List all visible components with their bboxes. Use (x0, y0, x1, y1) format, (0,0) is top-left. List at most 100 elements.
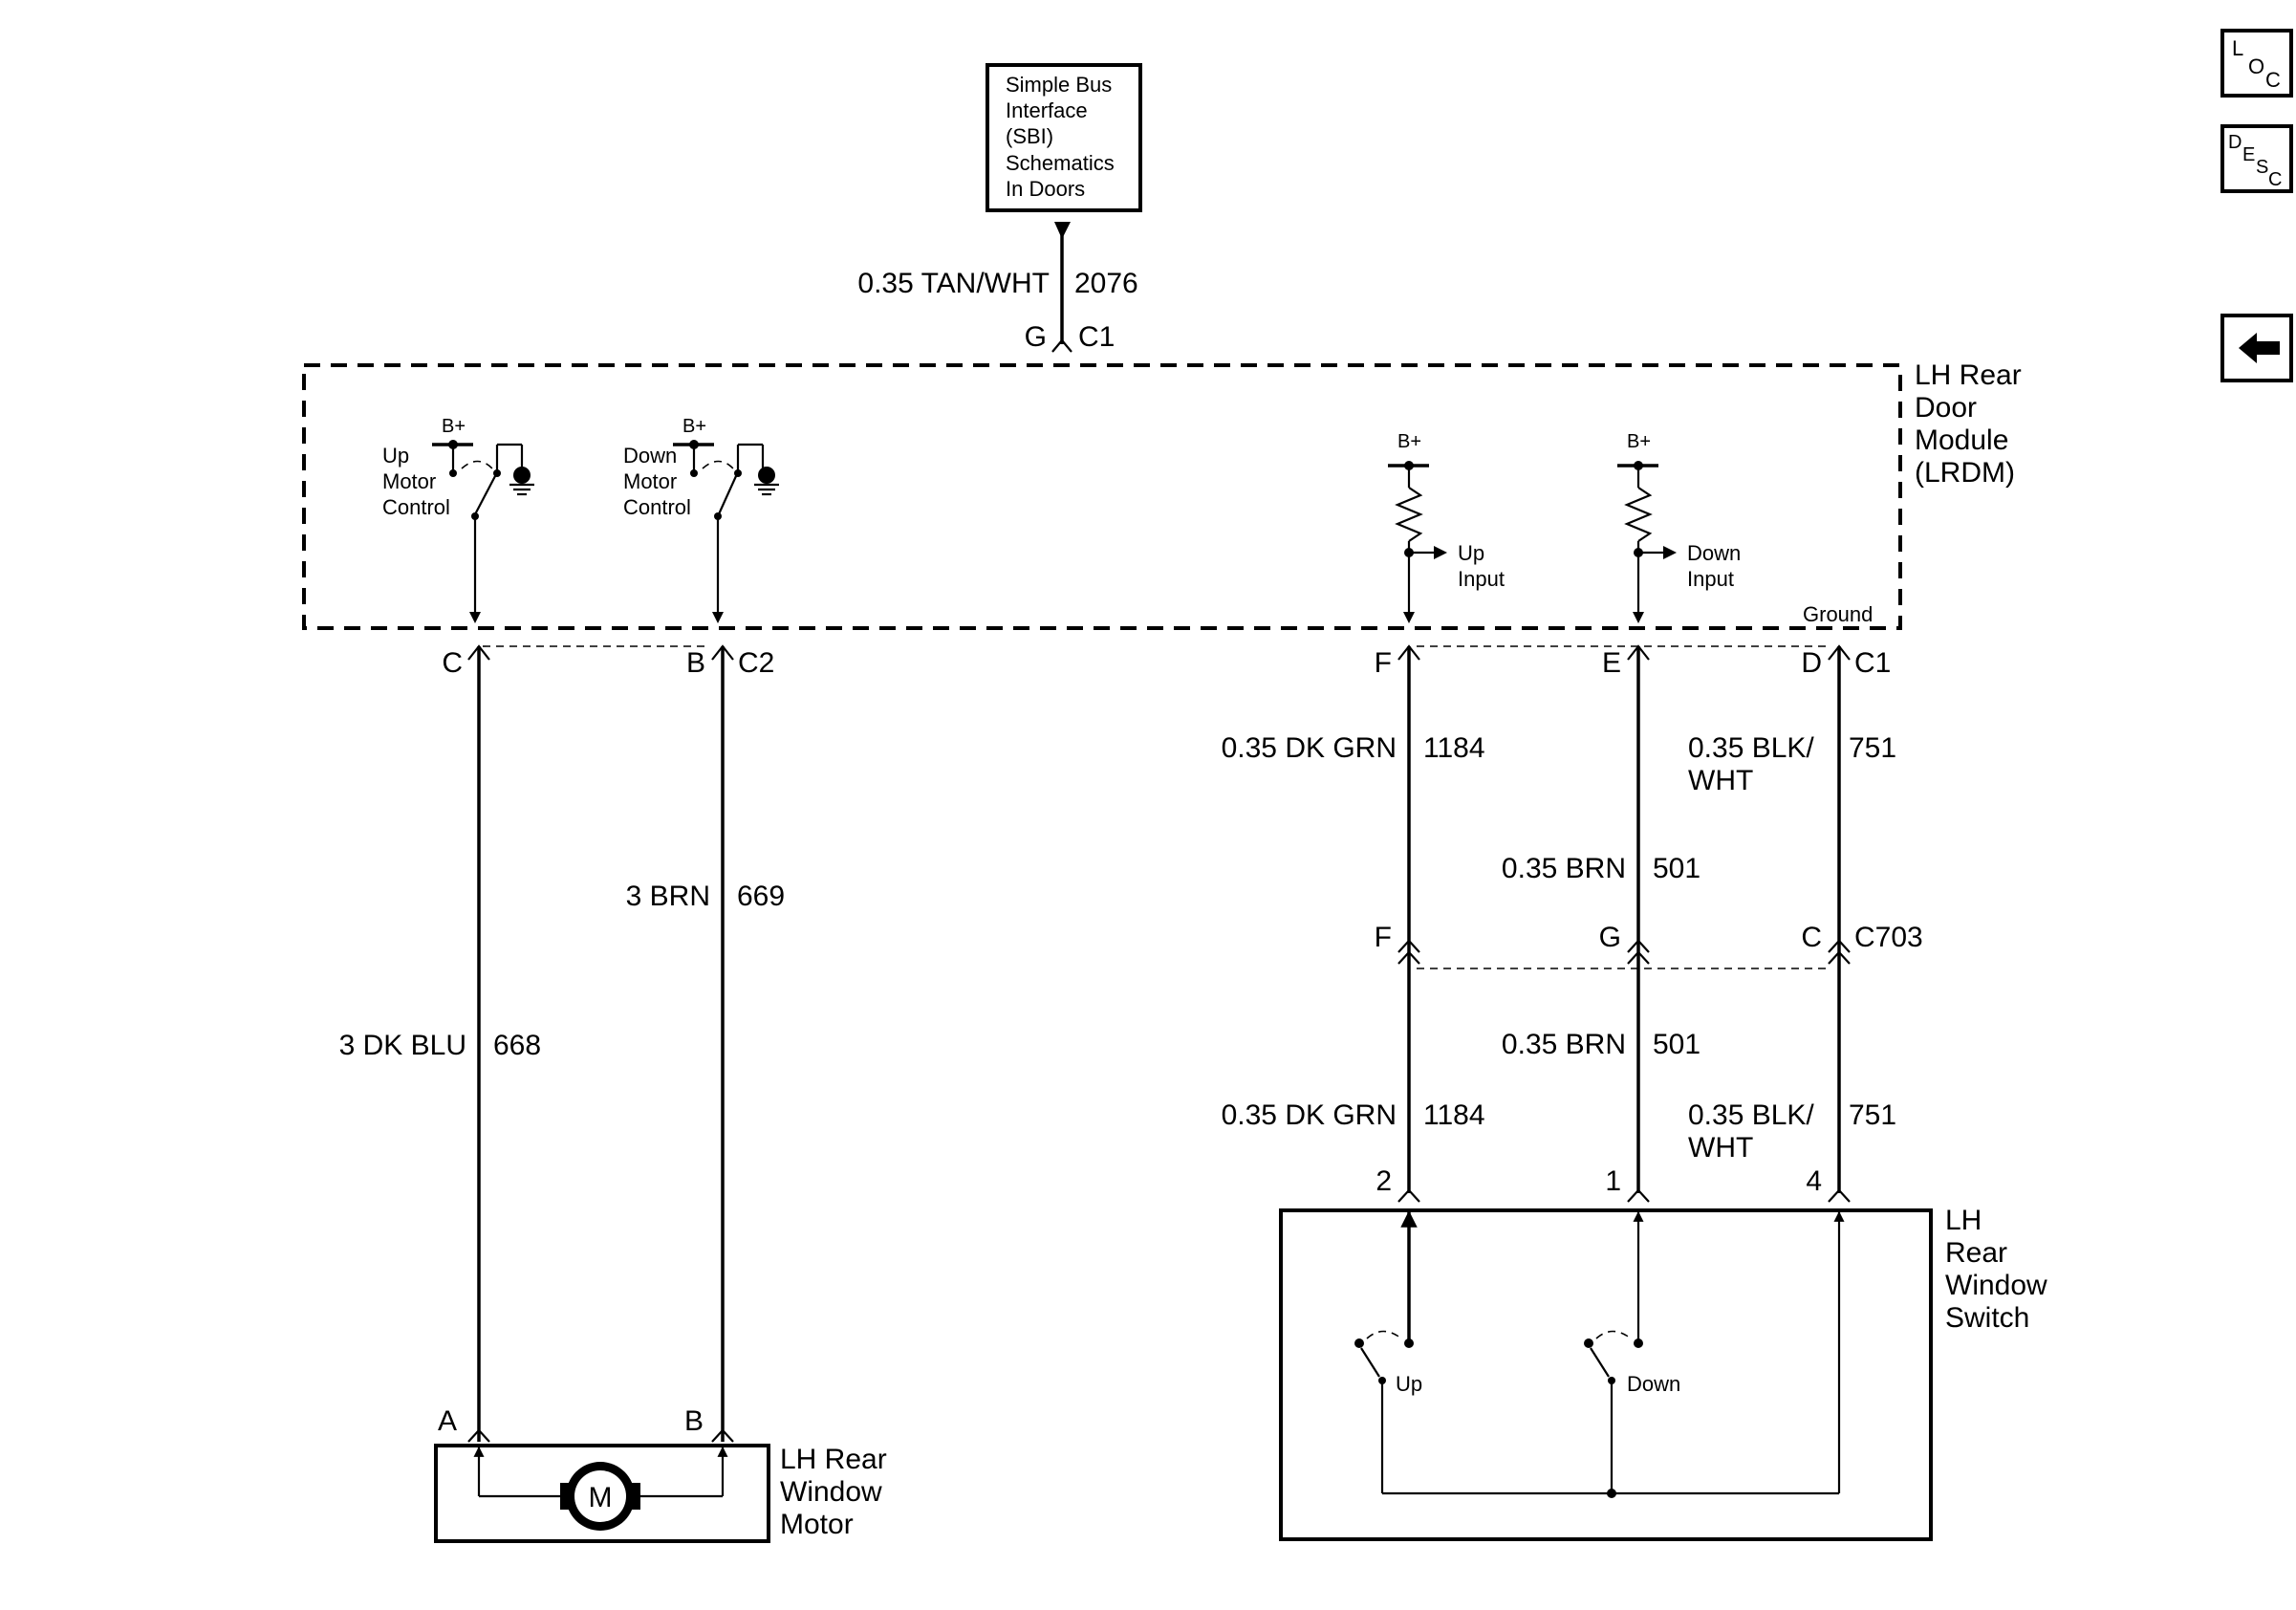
b-plus-label: B+ (1397, 431, 1421, 452)
motor-name-line: Motor (780, 1509, 854, 1540)
wire-501-lower-color: 0.35 BRN (1502, 1029, 1626, 1060)
module-c1-connector: C1 (1854, 647, 1891, 679)
down-motor-control-label: Control (623, 495, 691, 519)
sbi-label-line: Interface (1006, 98, 1088, 122)
up-motor-control-label: Control (382, 495, 450, 519)
module-c2-pin-c: C (442, 647, 463, 679)
up-input-label: Up (1458, 541, 1484, 565)
desc-letter: D (2228, 132, 2242, 153)
switch-up-label: Up (1396, 1372, 1422, 1396)
wire-2076-color: 0.35 TAN/WHT (857, 268, 1050, 299)
wire-2076-circuit: 2076 (1074, 268, 1138, 299)
motor-symbol: M (589, 1482, 613, 1513)
sbi-label-line: Schematics (1006, 151, 1115, 175)
resistor-icon (1395, 487, 1423, 542)
connector-c703: F G C C703 (1375, 922, 1923, 969)
wire-501-lower: 0.35 BRN 501 (1502, 952, 1700, 1193)
b-plus-label: B+ (682, 416, 706, 437)
down-motor-control-relay: B+ Down Motor Control (623, 416, 779, 623)
wire-669: 3 BRN 669 (626, 646, 785, 1442)
motor-pin-a: A (438, 1405, 457, 1437)
motor-name-line: LH Rear (780, 1444, 887, 1475)
loc-letter: L (2232, 36, 2243, 60)
down-input-circuit: B+ Down Input (1617, 431, 1741, 623)
wire-668: 3 DK BLU 668 (339, 646, 541, 1442)
switch-pin-4: 4 (1806, 1165, 1822, 1197)
switch-name-line: Window (1945, 1270, 2047, 1301)
module-c1-connector-top: C1 (1078, 321, 1115, 353)
motor-icon: M (560, 1462, 640, 1531)
switch-up-contact: Up (1354, 1330, 1422, 1493)
module-connector-c2: C B C2 (442, 644, 774, 679)
down-motor-control-label: Down (623, 444, 677, 468)
down-input-label: Down (1687, 541, 1741, 565)
c703-connector: C703 (1854, 922, 1923, 953)
resistor-icon (1624, 487, 1653, 542)
location-icon: L O C (2232, 36, 2281, 92)
switch-down-label: Down (1627, 1372, 1680, 1396)
wire-2076: 0.35 TAN/WHT 2076 G C1 (857, 222, 1138, 353)
wire-751-upper: 0.35 BLK/ WHT 751 (1688, 646, 1896, 952)
up-input-circuit: B+ Up Input (1388, 431, 1505, 623)
desc-letter: E (2242, 144, 2255, 165)
wire-1184-lower-circuit: 1184 (1423, 1099, 1485, 1131)
wire-501-upper-circuit: 501 (1653, 853, 1700, 884)
module-connector-c1: F E D C1 (1375, 644, 1891, 679)
wire-1184-upper: 0.35 DK GRN 1184 (1222, 646, 1485, 952)
ground-label: Ground (1803, 602, 1873, 626)
wire-1184-upper-circuit: 1184 (1423, 732, 1485, 764)
sbi-label-line: In Doors (1006, 177, 1085, 201)
sbi-label-line: Simple Bus (1006, 73, 1112, 97)
module-name-line: LH Rear (1915, 359, 2022, 391)
wire-1184-upper-color: 0.35 DK GRN (1222, 732, 1397, 764)
module-c2-connector: C2 (738, 647, 774, 679)
sbi-label-line: (SBI) (1006, 124, 1053, 148)
location-button[interactable]: L O C (2220, 29, 2293, 98)
up-motor-control-relay: B+ Up Motor Control (382, 416, 534, 623)
wire-668-color: 3 DK BLU (339, 1030, 466, 1061)
wire-501-upper: 0.35 BRN 501 (1502, 646, 1700, 952)
wire-668-circuit: 668 (493, 1030, 541, 1061)
up-motor-control-label: Up (382, 444, 409, 468)
wire-751-lower-color: WHT (1688, 1132, 1753, 1164)
description-button[interactable]: D E S C (2220, 124, 2293, 193)
switch-name-line: Switch (1945, 1302, 2029, 1334)
c703-pin-c: C (1801, 922, 1822, 953)
switch-down-contact: Down (1584, 1330, 1680, 1493)
wire-1184-lower: 0.35 DK GRN 1184 (1222, 952, 1485, 1193)
module-name-line: (LRDM) (1915, 457, 2015, 489)
back-button[interactable] (2220, 314, 2293, 382)
loc-letter: C (2265, 68, 2281, 92)
desc-letter: C (2268, 169, 2282, 190)
module-c1-pin-f: F (1375, 647, 1392, 679)
lh-rear-window-motor: A B LH Rear Window Motor M (434, 1405, 887, 1543)
lh-rear-window-switch: 2 1 4 LH Rear Window Switch Up Down (1279, 1165, 2047, 1541)
c703-pin-f: F (1375, 922, 1392, 953)
module-c2-pin-b: B (686, 647, 705, 679)
ground-icon (513, 467, 531, 484)
switch-pin-1: 1 (1605, 1165, 1621, 1197)
switch-name-line: Rear (1945, 1237, 2007, 1269)
module-name-line: Module (1915, 424, 2008, 456)
module-name-line: Door (1915, 392, 1977, 424)
ground-icon (758, 467, 775, 484)
lh-rear-door-module: LH Rear Door Module (LRDM) (302, 359, 2022, 630)
wire-751-upper-circuit: 751 (1849, 732, 1896, 764)
desc-letter: S (2256, 157, 2268, 178)
back-arrow-icon (2239, 333, 2280, 363)
b-plus-label: B+ (1627, 431, 1651, 452)
wire-1184-lower-color: 0.35 DK GRN (1222, 1099, 1397, 1131)
wire-751-lower-color: 0.35 BLK/ (1688, 1099, 1814, 1131)
sbi-schematic-reference: Simple Bus Interface (SBI) Schematics In… (986, 63, 1142, 212)
loc-letter: O (2248, 54, 2264, 78)
down-input-label: Input (1687, 567, 1734, 591)
wire-669-circuit: 669 (737, 881, 785, 912)
description-icon: D E S C (2228, 132, 2282, 190)
motor-name-line: Window (780, 1476, 882, 1508)
c703-pin-g: G (1599, 922, 1621, 953)
motor-pin-b: B (684, 1405, 704, 1437)
wire-669-color: 3 BRN (626, 881, 710, 912)
up-input-label: Input (1458, 567, 1505, 591)
wire-751-lower: 0.35 BLK/ WHT 751 (1688, 952, 1896, 1193)
